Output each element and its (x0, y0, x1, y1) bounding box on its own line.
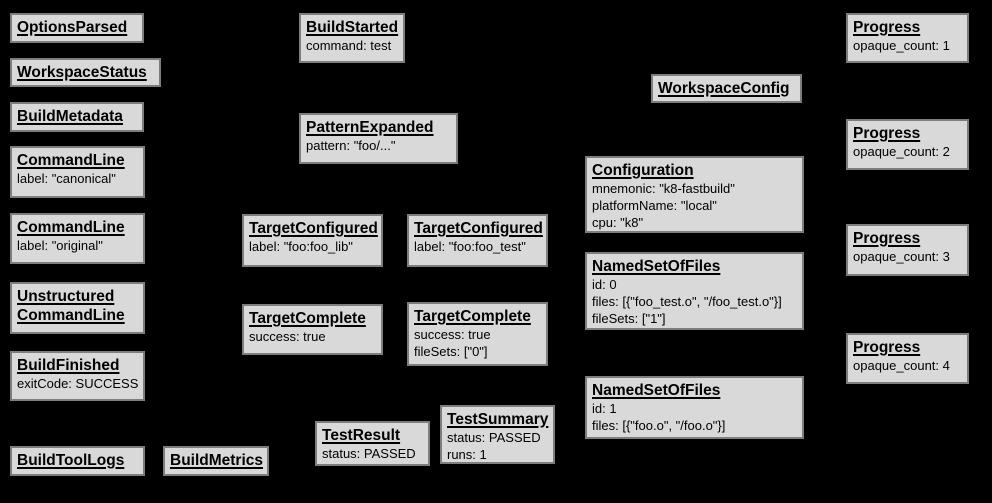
event-field: pattern: "foo/..." (306, 138, 396, 153)
event-field: opaque_count: 3 (853, 249, 950, 264)
event-field: opaque_count: 1 (853, 38, 950, 53)
event-title: WorkspaceConfig (658, 80, 790, 97)
event-title: Progress (853, 230, 921, 247)
event-box-test-result: TestResult status: PASSED (315, 421, 430, 466)
event-box-progress-3: Progress opaque_count: 3 (846, 224, 969, 276)
event-field: runs: 1 (447, 447, 487, 462)
event-title: TargetComplete (249, 310, 366, 327)
event-title: PatternExpanded (306, 119, 434, 136)
event-field: files: [{"foo.o", "/foo.o"}] (592, 418, 726, 433)
event-box-progress-1: Progress opaque_count: 1 (846, 13, 969, 63)
event-field: fileSets: ["0"] (414, 344, 488, 359)
event-title: TargetConfigured (414, 220, 543, 237)
event-title: Unstructured CommandLine (17, 288, 125, 324)
event-title: TestSummary (447, 411, 549, 428)
event-box-named-set-of-files-1: NamedSetOfFiles id: 1 files: [{"foo.o", … (585, 376, 804, 439)
event-field: status: PASSED (322, 446, 416, 461)
event-field: platformName: "local" (592, 198, 717, 213)
event-box-build-started: BuildStarted command: test (299, 13, 405, 63)
event-box-workspace-config: WorkspaceConfig (651, 74, 802, 103)
event-box-target-configured-foo-test: TargetConfigured label: "foo:foo_test" (407, 214, 548, 267)
event-title: OptionsParsed (17, 19, 128, 36)
event-title: TestResult (322, 427, 401, 444)
event-box-build-finished: BuildFinished exitCode: SUCCESS (10, 351, 145, 401)
event-title: Progress (853, 125, 921, 142)
event-title: BuildStarted (306, 19, 399, 36)
event-box-build-metrics: BuildMetrics (163, 446, 269, 476)
event-title: BuildToolLogs (17, 452, 125, 469)
event-box-target-configured-foo-lib: TargetConfigured label: "foo:foo_lib" (242, 214, 383, 267)
event-title: BuildFinished (17, 357, 120, 374)
event-field: label: "canonical" (17, 171, 116, 186)
event-box-command-line-canonical: CommandLine label: "canonical" (10, 146, 145, 198)
event-title: BuildMetadata (17, 108, 123, 125)
event-field: status: PASSED (447, 430, 541, 445)
event-field: success: true (249, 329, 326, 344)
event-field: id: 1 (592, 401, 617, 416)
event-box-build-metadata: BuildMetadata (10, 102, 144, 132)
event-box-unstructured-command-line: Unstructured CommandLine (10, 282, 145, 334)
event-field: mnemonic: "k8-fastbuild" (592, 181, 735, 196)
event-field: fileSets: ["1"] (592, 311, 666, 326)
event-title: CommandLine (17, 152, 125, 169)
event-field: opaque_count: 2 (853, 144, 950, 159)
event-field: label: "foo:foo_test" (414, 239, 526, 254)
event-field: success: true (414, 327, 491, 342)
event-box-build-tool-logs: BuildToolLogs (10, 446, 145, 476)
event-title: TargetConfigured (249, 220, 378, 237)
event-box-configuration: Configuration mnemonic: "k8-fastbuild" p… (585, 156, 804, 233)
event-title: WorkspaceStatus (17, 64, 147, 81)
event-box-pattern-expanded: PatternExpanded pattern: "foo/..." (299, 113, 458, 164)
event-title: BuildMetrics (170, 452, 264, 469)
event-box-options-parsed: OptionsParsed (10, 13, 144, 43)
event-title: Progress (853, 339, 921, 356)
event-title: NamedSetOfFiles (592, 258, 721, 275)
event-box-progress-2: Progress opaque_count: 2 (846, 119, 969, 170)
event-title: TargetComplete (414, 308, 531, 325)
event-field: opaque_count: 4 (853, 358, 950, 373)
event-box-test-summary: TestSummary status: PASSED runs: 1 (440, 405, 555, 464)
event-field: id: 0 (592, 277, 617, 292)
event-box-named-set-of-files-0: NamedSetOfFiles id: 0 files: [{"foo_test… (585, 252, 804, 330)
event-title: Configuration (592, 162, 694, 179)
event-title: CommandLine (17, 219, 125, 236)
event-field: exitCode: SUCCESS (17, 376, 139, 391)
event-field: files: [{"foo_test.o", "/foo_test.o"}] (592, 294, 782, 309)
event-box-progress-4: Progress opaque_count: 4 (846, 333, 969, 384)
event-box-command-line-original: CommandLine label: "original" (10, 213, 145, 264)
event-box-target-complete-foo-lib: TargetComplete success: true (242, 304, 383, 355)
event-box-target-complete-foo-test: TargetComplete success: true fileSets: [… (407, 302, 548, 366)
event-field: command: test (306, 38, 392, 53)
event-title: NamedSetOfFiles (592, 382, 721, 399)
event-box-workspace-status: WorkspaceStatus (10, 58, 161, 87)
event-title: Progress (853, 19, 921, 36)
event-field: label: "foo:foo_lib" (249, 239, 353, 254)
event-field: label: "original" (17, 238, 103, 253)
event-field: cpu: "k8" (592, 215, 644, 230)
